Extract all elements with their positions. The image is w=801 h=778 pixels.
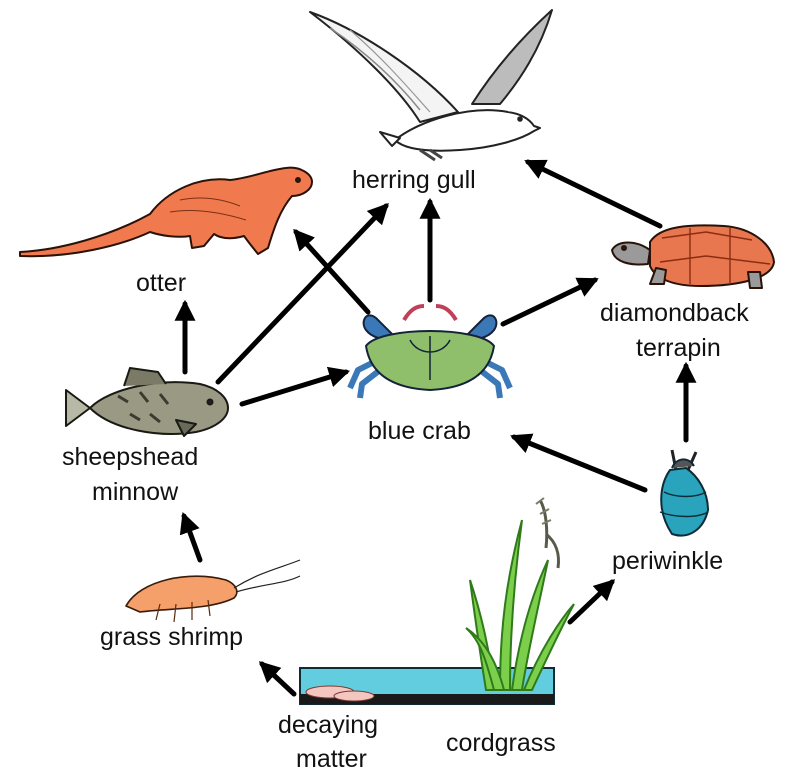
shrimp-illustration [126, 560, 300, 622]
arrow-minnow-to-crab [242, 372, 346, 404]
label-cordgrass: cordgrass [446, 728, 556, 758]
arrow-decaying-to-shrimp [262, 664, 294, 694]
blue-crab-illustration [350, 306, 510, 398]
arrow-terrapin-to-gull [528, 162, 660, 226]
periwinkle-illustration [660, 450, 708, 536]
arrow-periwinkle-to-crab [514, 437, 645, 490]
label-diamondback-terrapin-line1: diamondback [600, 298, 749, 328]
label-decaying-matter-line1: decaying [278, 710, 378, 740]
label-grass-shrimp: grass shrimp [100, 622, 243, 652]
otter-illustration [20, 168, 312, 257]
label-blue-crab: blue crab [368, 416, 471, 446]
arrow-shrimp-to-minnow [184, 516, 200, 560]
label-decaying-matter-line2: matter [296, 744, 367, 774]
gull-illustration [310, 10, 552, 160]
arrow-cordgrass-to-periwinkle [570, 582, 612, 622]
label-herring-gull: herring gull [352, 165, 476, 195]
label-otter: otter [136, 268, 186, 298]
minnow-illustration [66, 368, 228, 436]
arrow-crab-to-otter [296, 232, 368, 312]
cordgrass-marsh-illustration [300, 498, 574, 704]
label-sheepshead-minnow-line1: sheepshead [62, 442, 198, 472]
arrow-crab-to-terrapin [503, 280, 595, 324]
terrapin-illustration [612, 225, 774, 288]
label-sheepshead-minnow-line2: minnow [92, 477, 178, 507]
label-periwinkle: periwinkle [612, 546, 723, 576]
cordgrass-blades [466, 520, 574, 690]
label-diamondback-terrapin-line2: terrapin [636, 333, 721, 363]
